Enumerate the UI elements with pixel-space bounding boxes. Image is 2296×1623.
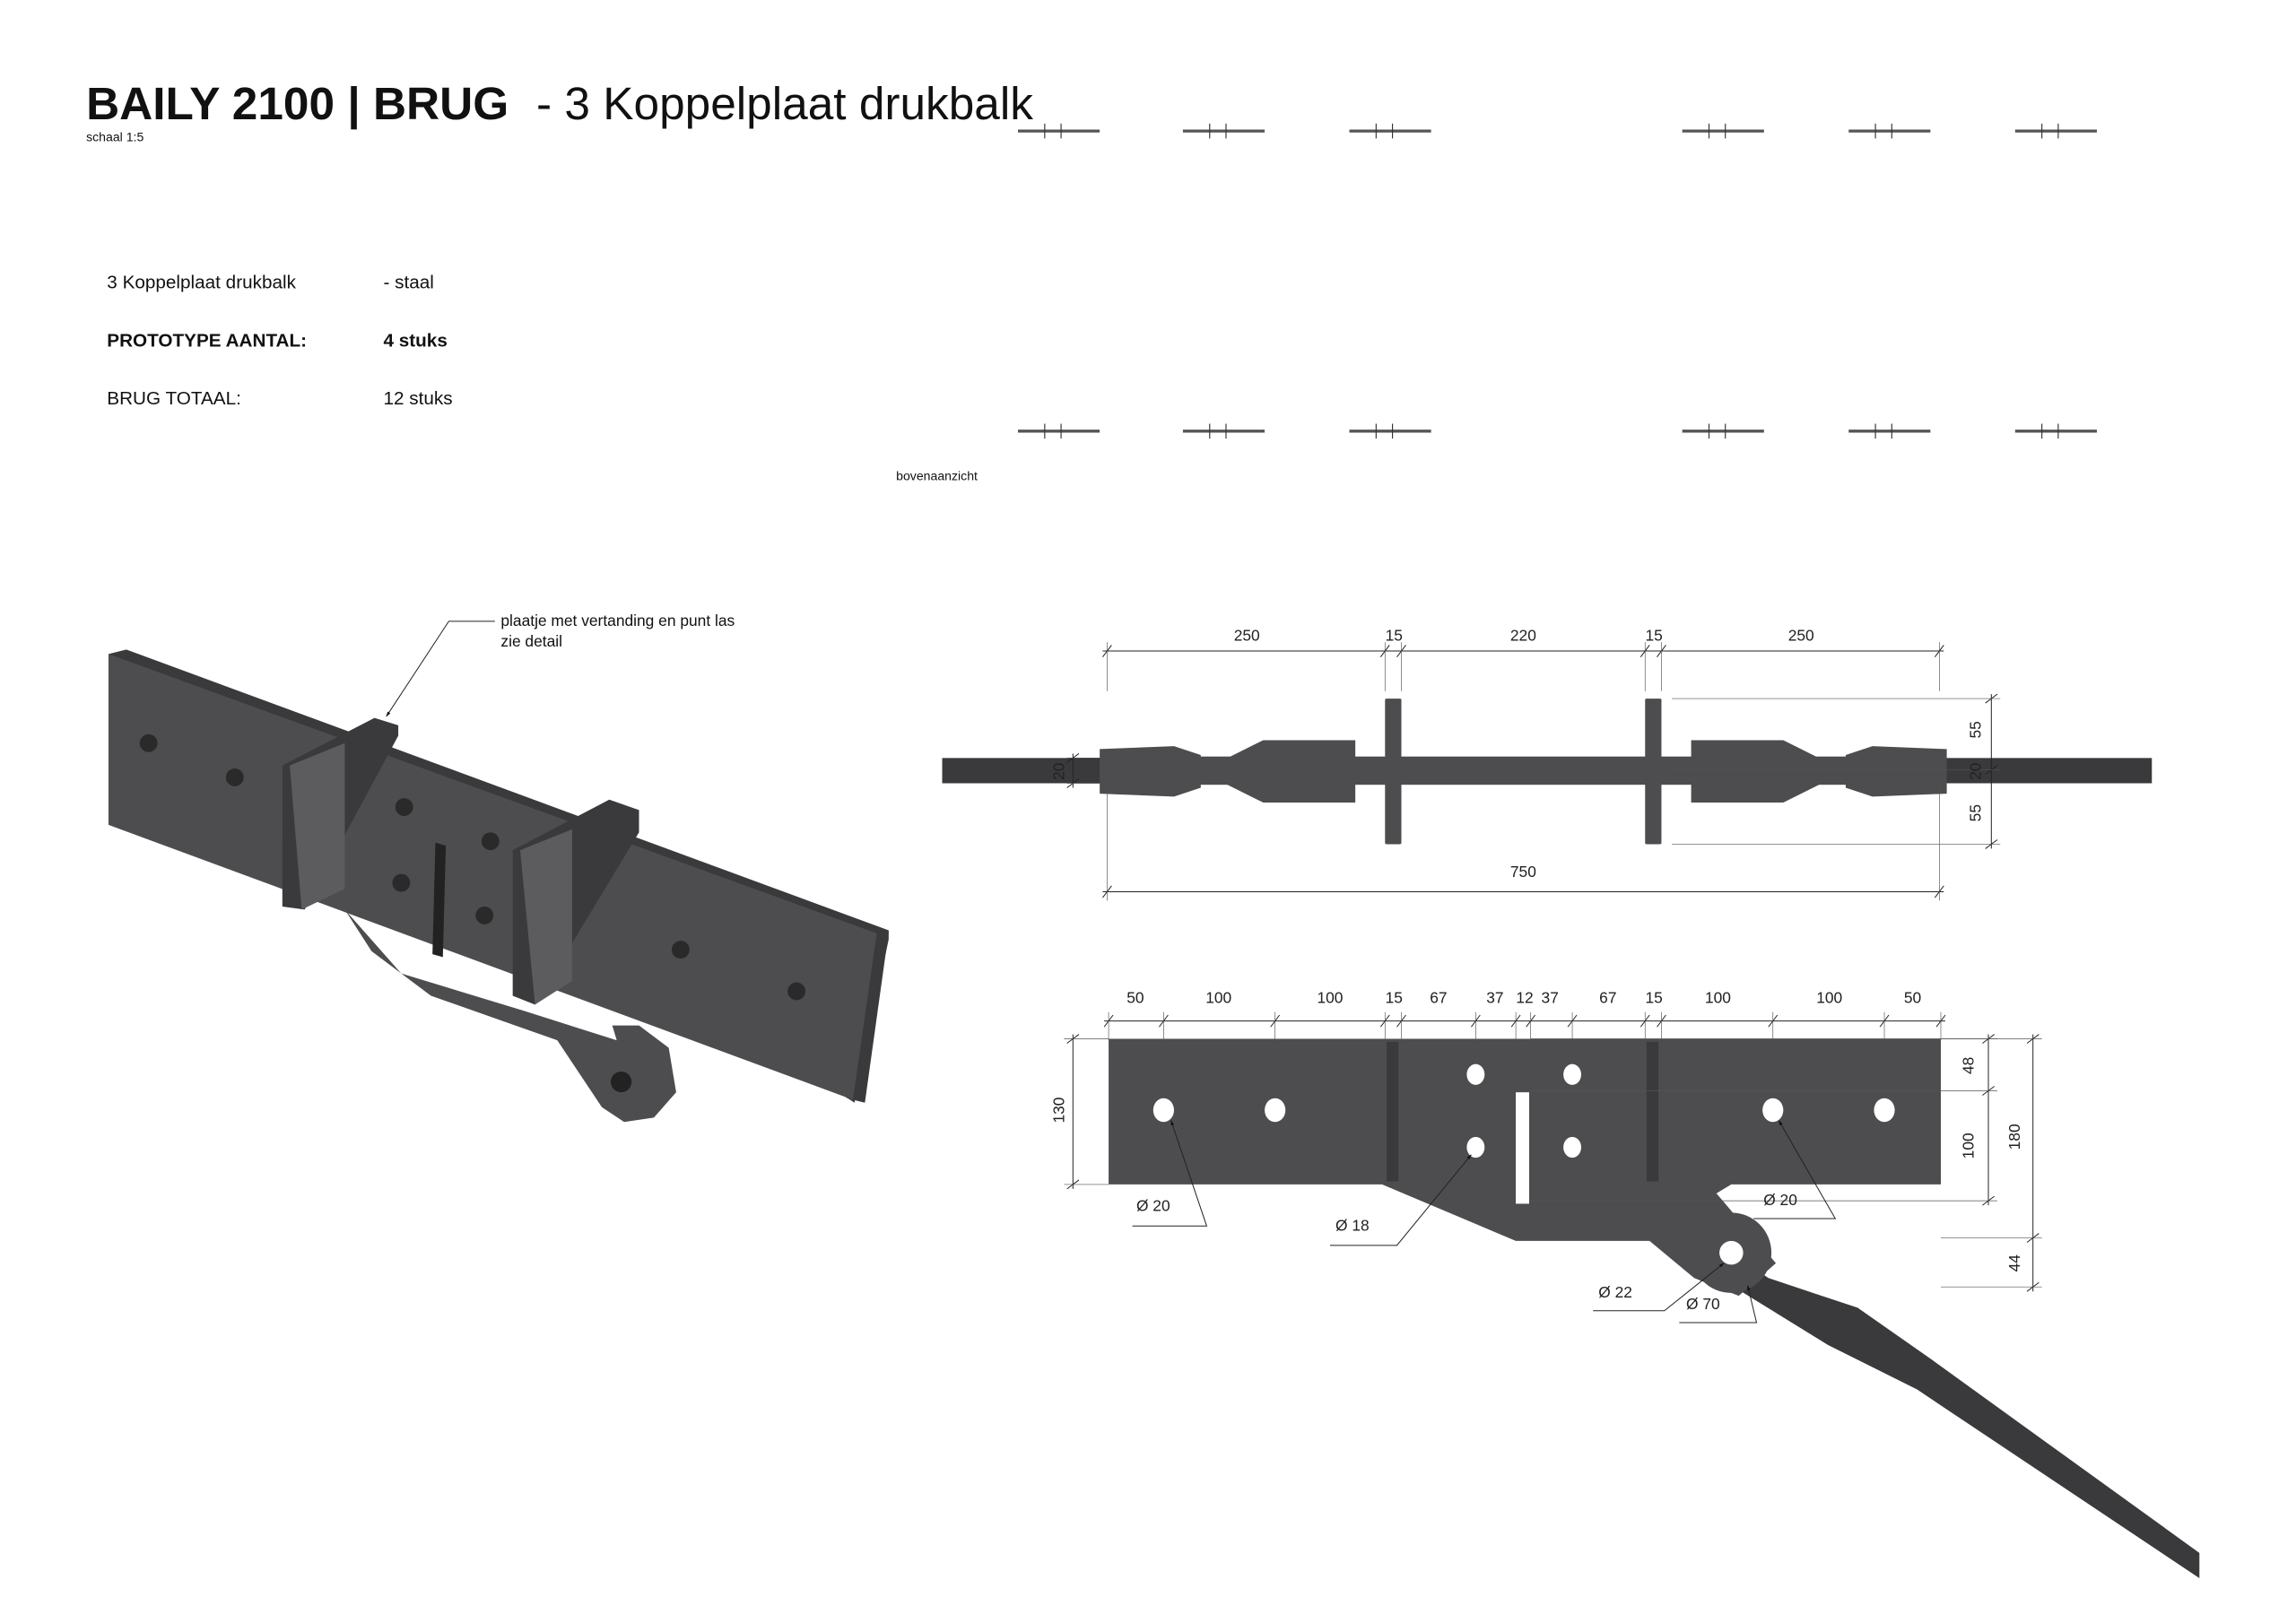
dim-label: 50 [1126,989,1144,1007]
info-value: 12 stuks [383,388,452,409]
rod-symbol [1182,423,1265,439]
dim-label: 12 [1516,989,1533,1007]
title-rest: - 3 Koppelplaat drukbalk [536,78,1033,129]
rod-symbol [2014,123,2097,139]
annotation-line2: zie detail [500,632,562,650]
info-table: 3 Koppelplaat drukbalk - staal PROTOTYPE… [107,273,452,409]
callout-diameter: Ø 18 [1335,1216,1370,1234]
dim-label: 250 [1788,626,1814,644]
dim-label: 100 [1816,989,1842,1007]
dim-label: 100 [1959,1133,1977,1159]
info-label: 3 Koppelplaat drukbalk [107,273,296,293]
dim-label: 100 [1205,989,1231,1007]
dim-label: 67 [1430,989,1447,1007]
callout-diameter: Ø 20 [1763,1191,1797,1209]
dim-label: 37 [1542,989,1559,1007]
dim-label: 180 [2005,1124,2023,1150]
callout-diameter: Ø 22 [1598,1283,1632,1301]
title-bold: BAILY 2100 | BRUG [86,78,509,130]
isometric-view: plaatje met vertanding en punt las zie d… [108,612,889,1123]
dim-label: 100 [1317,989,1343,1007]
info-label: PROTOTYPE AANTAL: [107,330,307,351]
rod-symbol [1848,123,1931,139]
rod-symbol [1349,123,1431,139]
rod-symbol [1349,423,1431,439]
dim-label: 55 [1967,804,1985,821]
dim-label: 37 [1486,989,1503,1007]
dim-label: 15 [1646,626,1663,644]
rod-symbol [1018,423,1100,439]
annotation-line1: plaatje met vertanding en punt las [500,612,735,629]
dim-label: 250 [1234,626,1260,644]
top-view: 250 15 220 15 250 750 20 55 20 55 [942,626,2152,901]
dim-label: 220 [1510,626,1536,644]
dim-label: 55 [1967,721,1985,738]
dim-label: 15 [1386,626,1403,644]
dim-label: 67 [1599,989,1616,1007]
scale-label: schaal 1:5 [86,130,144,144]
dim-label: 44 [2005,1254,2023,1272]
rod-symbols [1018,123,2097,439]
info-value: 4 stuks [383,330,447,351]
dim-label: 15 [1386,989,1403,1007]
callout-diameter: Ø 70 [1686,1295,1720,1313]
rod-symbol [2014,423,2097,439]
dim-total: 750 [1510,863,1536,881]
rod-symbol [1848,423,1931,439]
rod-symbol [1682,123,1764,139]
dim-label: 15 [1646,989,1663,1007]
info-value: - staal [383,273,433,293]
dim-label: 100 [1705,989,1731,1007]
dim-label: 130 [1049,1098,1067,1124]
info-label: BRUG TOTAAL: [107,388,241,409]
rod-symbol [1018,123,1100,139]
rod-symbol [1182,123,1265,139]
front-view: 50 100 100 15 67 37 12 37 67 15 100 100 50 130 48 10… [1049,989,2200,1578]
dim-label: 50 [1904,989,1921,1007]
callout-diameter: Ø 20 [1136,1197,1170,1215]
rod-symbol [1682,423,1764,439]
dim-label: 20 [1049,763,1067,780]
dim-label: 48 [1959,1057,1977,1074]
dim-label: 20 [1967,763,1985,780]
page-title: BAILY 2100 | BRUG - 3 Koppelplaat drukba… [86,78,1033,130]
view-label: bovenaanzicht [896,468,978,482]
